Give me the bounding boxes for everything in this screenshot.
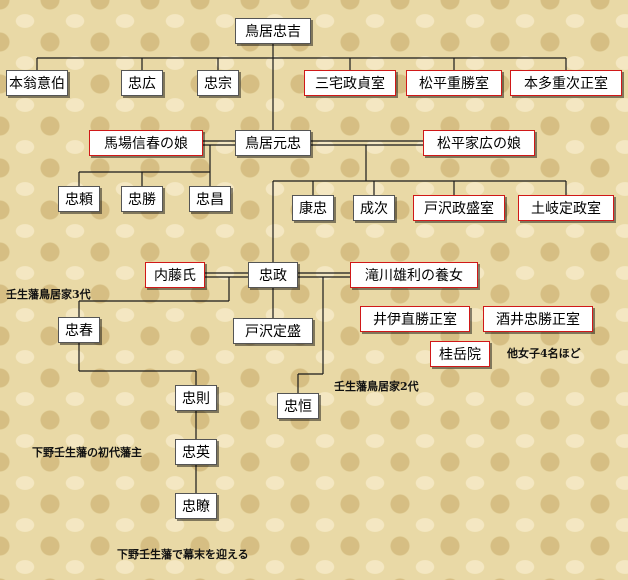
person-hon-o-ihaku: 本翁意伯 xyxy=(6,70,68,96)
person-sakai-tadakatsu-wife: 酒井忠勝正室 xyxy=(483,306,593,332)
person-tadamasa: 忠政 xyxy=(248,262,298,288)
person-tadamune: 忠宗 xyxy=(197,70,239,96)
person-torii-tadayoshi: 鳥居忠吉 xyxy=(235,18,311,44)
person-honda-wife: 本多重次正室 xyxy=(510,70,622,96)
person-miyake-wife: 三宅政貞室 xyxy=(304,70,396,96)
person-tadanori: 忠則 xyxy=(175,385,217,411)
person-matsudaira-shigekatsu-wife: 松平重勝室 xyxy=(406,70,502,96)
note-mibu-2nd: 壬生藩鳥居家2代 xyxy=(334,380,419,393)
person-matsudaira-iehiro-daughter: 松平家広の娘 xyxy=(423,130,535,156)
person-torii-mototada: 鳥居元忠 xyxy=(235,130,311,156)
person-naito-shi: 内藤氏 xyxy=(145,262,205,288)
person-tadahide: 忠英 xyxy=(175,439,217,465)
person-tozawa-masamori-wife: 戸沢政盛室 xyxy=(413,195,505,221)
person-yasutada: 康忠 xyxy=(292,195,334,221)
person-tadakatsu: 忠勝 xyxy=(121,186,163,212)
note-bakumatsu: 下野壬生藩で幕末を迎える xyxy=(117,548,249,561)
person-tadayori: 忠頼 xyxy=(58,186,100,212)
person-tadatsune: 忠恒 xyxy=(277,393,319,419)
person-tadamasa-2: 忠昌 xyxy=(189,186,231,212)
person-tadaharu: 忠春 xyxy=(58,317,100,343)
person-toki-sadamasa-wife: 土岐定政室 xyxy=(518,195,614,221)
person-tadaakira: 忠瞭 xyxy=(175,493,217,519)
note-shimotsuke-first-lord: 下野壬生藩の初代藩主 xyxy=(32,446,142,459)
person-tadahiro: 忠広 xyxy=(121,70,163,96)
person-ii-naokatsu-wife: 井伊直勝正室 xyxy=(360,306,470,332)
person-naritsugu: 成次 xyxy=(353,195,395,221)
person-takigawa-adopted-daughter: 滝川雄利の養女 xyxy=(350,262,478,288)
person-tozawa-sadamori: 戸沢定盛 xyxy=(233,318,313,344)
note-mibu-3rd: 壬生藩鳥居家3代 xyxy=(6,288,91,301)
note-other-daughters: 他女子4名ほど xyxy=(507,347,581,360)
person-keigakuin: 桂岳院 xyxy=(430,341,490,367)
person-baba-daughter: 馬場信春の娘 xyxy=(89,130,203,156)
